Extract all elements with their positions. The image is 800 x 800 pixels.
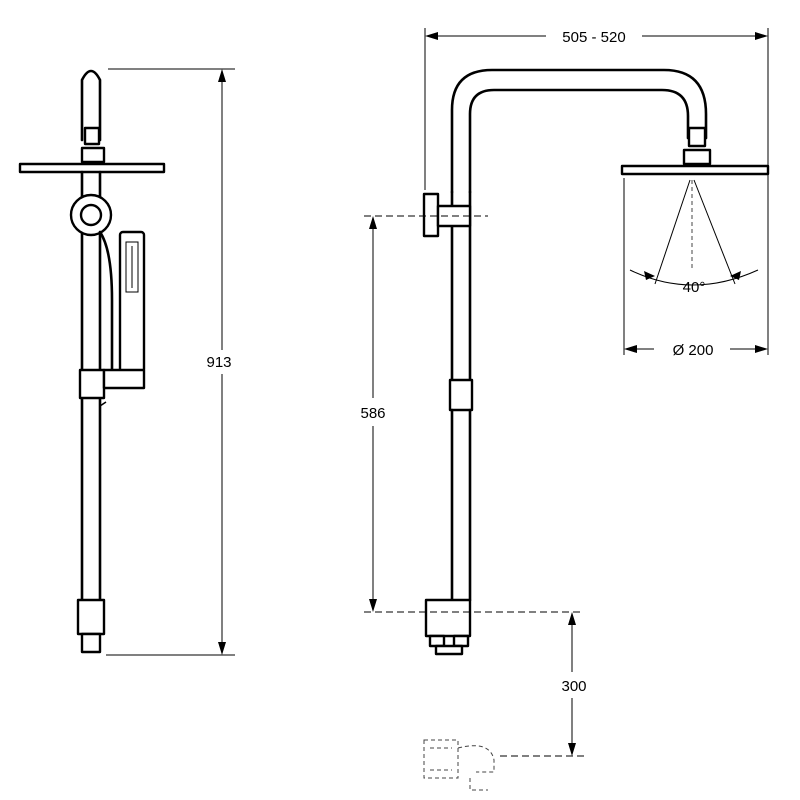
dim-586-arrow-top xyxy=(369,216,377,229)
side-riser-top xyxy=(80,69,102,142)
side-holder xyxy=(102,368,146,390)
side-view: 913 xyxy=(18,68,235,656)
side-diverter xyxy=(78,368,106,400)
dim-913-arrow-top xyxy=(218,69,226,82)
spout-outline xyxy=(423,739,495,791)
front-coupling xyxy=(448,378,474,412)
spray-angle-label: 40° xyxy=(683,279,706,296)
dim-spout-height-label: 300 xyxy=(561,678,586,695)
dim-arm-width-label: 505 - 520 xyxy=(562,29,625,46)
front-base-nut-left xyxy=(428,634,446,648)
dim-diameter-arrow-left xyxy=(624,345,637,353)
front-shower-head xyxy=(620,164,770,176)
front-wall-bracket-plate xyxy=(422,192,440,238)
spray-line-right xyxy=(693,179,736,285)
side-hand-shower-face xyxy=(125,241,139,293)
front-view: 40° 505 - 520 xyxy=(360,28,770,791)
dim-diameter-arrow-right xyxy=(755,345,768,353)
front-nozzle xyxy=(687,126,707,148)
spray-line-left xyxy=(654,179,691,285)
side-shower-head xyxy=(18,162,166,174)
spray-angle-arc xyxy=(629,269,759,286)
front-arm-inner xyxy=(468,88,690,194)
dim-300-arrow-top xyxy=(568,612,576,625)
dim-bracket-height-label: 586 xyxy=(360,405,385,422)
dim-913-arrow-bottom xyxy=(218,642,226,655)
dim-586-arrow-bottom xyxy=(369,599,377,612)
front-base-nut-right xyxy=(452,634,470,648)
dim-total-height-label: 913 xyxy=(206,354,231,371)
side-lever xyxy=(99,398,107,407)
dim-head-diameter-label: Ø 200 xyxy=(673,342,714,359)
side-nozzle xyxy=(83,126,101,146)
dim-width-arrow-left xyxy=(425,32,438,40)
side-hose xyxy=(98,230,114,374)
side-bottom-fitting xyxy=(80,632,102,654)
front-base-unit xyxy=(424,598,472,638)
side-bottom-nut xyxy=(76,598,106,636)
front-riser-lower xyxy=(450,408,472,602)
front-base-foot xyxy=(434,644,464,656)
side-head-connector xyxy=(80,146,106,164)
spray-arrow-right xyxy=(730,271,741,280)
dim-width-arrow-right xyxy=(755,32,768,40)
front-arm-outer xyxy=(450,68,708,194)
dim-300-arrow-bottom xyxy=(568,743,576,756)
spray-arrow-left xyxy=(644,271,655,280)
side-bracket-knob xyxy=(79,203,103,227)
front-head-connector xyxy=(682,148,712,166)
